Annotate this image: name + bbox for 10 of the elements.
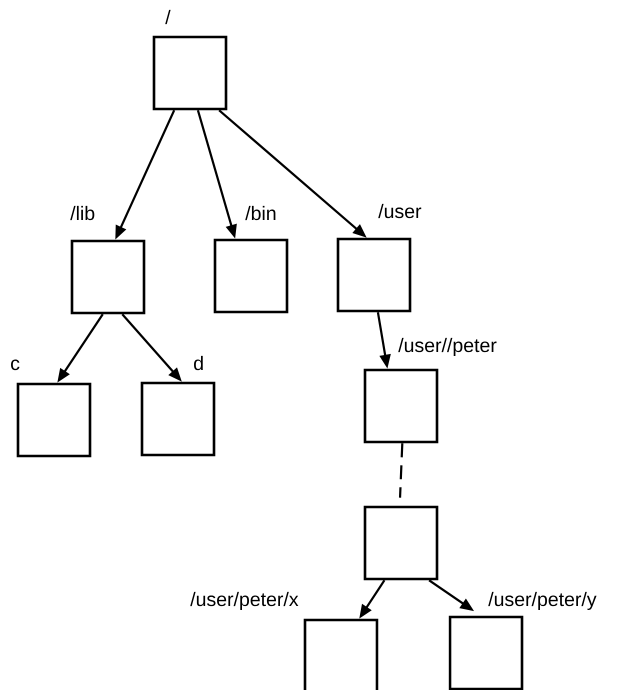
- path-label: /lib: [70, 206, 94, 220]
- path-label: c: [11, 360, 20, 370]
- path-label: /user//peter: [398, 338, 496, 356]
- path-label: /user/peter/x: [190, 592, 298, 610]
- path-label: d: [194, 356, 203, 370]
- directory-box: [364, 506, 438, 580]
- path-label: /user/peter/y: [488, 592, 597, 610]
- path-label: /user: [378, 204, 422, 218]
- path-label: /bin: [245, 206, 276, 220]
- path-label: /: [165, 10, 171, 24]
